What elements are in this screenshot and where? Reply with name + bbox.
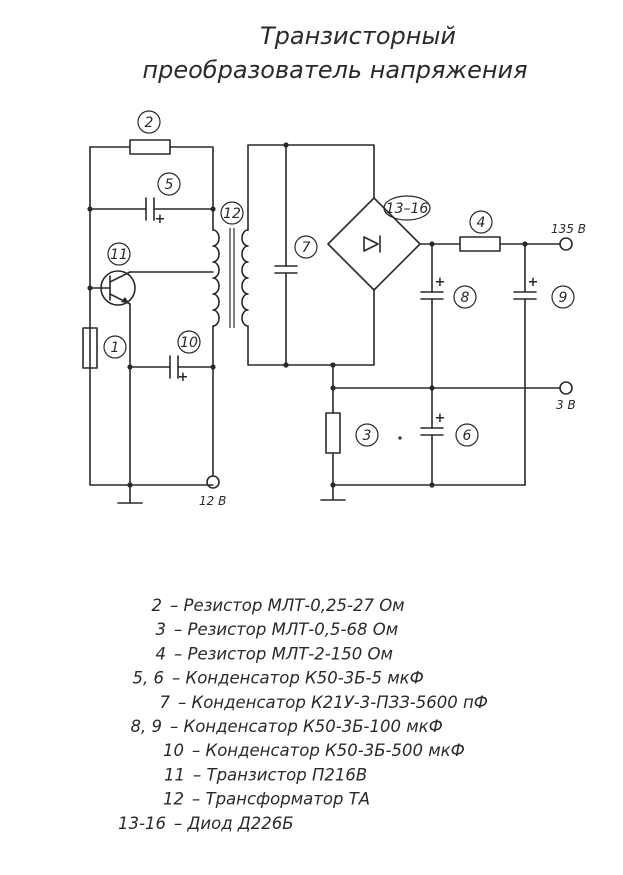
junction	[87, 285, 93, 291]
label-1: 1	[111, 340, 120, 356]
junction	[210, 364, 216, 370]
diode-symbol	[363, 235, 381, 253]
label-3: 3	[363, 428, 372, 444]
legend-ref: 8, 9	[131, 717, 163, 736]
transformer-primary-coil	[212, 229, 220, 327]
junction	[283, 142, 289, 148]
label-8: 8	[461, 290, 470, 306]
label-4: 4	[477, 215, 486, 231]
legend: 2 – Резистор МЛТ-0,25-27 Ом3 – Резистор МЛ…	[118, 596, 488, 833]
polarity-c9: +	[528, 275, 539, 290]
primary-circuit	[82, 139, 220, 504]
junction	[429, 482, 435, 488]
callout-9	[551, 285, 575, 309]
callout-2	[137, 110, 161, 134]
junction	[127, 364, 133, 370]
secondary-bottom-wire	[247, 288, 375, 366]
legend-ref: 12	[163, 790, 184, 809]
callout-4	[469, 210, 493, 234]
label-9: 9	[559, 290, 568, 306]
title-line-2: преобразователь напряжения	[142, 56, 527, 84]
polarity-c5: +	[155, 212, 166, 227]
polarity-c6: +	[435, 411, 446, 426]
legend-ref: 2	[152, 596, 163, 615]
secondary-top-wire	[247, 144, 375, 231]
legend-text: – Диод Д226Б	[174, 814, 294, 833]
terminal-3v	[559, 381, 573, 395]
top-row-wire	[89, 146, 214, 231]
terminal-label-12v: 12 В	[199, 494, 226, 508]
legend-text: – Конденсатор К50-3Б-100 мкФ	[170, 717, 443, 736]
callout-13-16	[383, 195, 431, 221]
legend-ref: 13-16	[118, 814, 166, 833]
resistor-2	[129, 139, 171, 155]
legend-text: – Трансформатор ТА	[192, 790, 370, 809]
junction	[127, 482, 133, 488]
title-line-1: Транзисторный	[260, 22, 456, 50]
callout-12	[220, 201, 244, 225]
transistor-emitter	[109, 293, 131, 486]
callout-6	[455, 423, 479, 447]
terminal-label-135v: 135 В	[551, 222, 586, 236]
left-rail-wire	[89, 146, 214, 486]
input-terminal	[206, 475, 220, 489]
legend-text: – Конденсатор К50-3Б-5 мкФ	[172, 669, 424, 688]
resistor-3	[325, 412, 341, 454]
terminal-135v	[559, 237, 573, 251]
label-6: 6	[463, 428, 472, 444]
junction	[330, 362, 336, 368]
junction	[210, 206, 216, 212]
label-5: 5	[165, 177, 174, 193]
legend-text: – Конденсатор К21У-3-ПЗЗ-5600 пФ	[178, 693, 488, 712]
legend-ref: 4	[156, 644, 167, 663]
label-13-16: 13–16	[386, 201, 429, 217]
callout-8	[453, 285, 477, 309]
junction	[87, 206, 93, 212]
callout-3	[355, 423, 379, 447]
legend-text: – Резистор МЛТ-2-150 Ом	[174, 644, 393, 663]
emitter-arrow	[121, 297, 130, 304]
callout-10	[177, 330, 201, 354]
label-12: 12	[223, 206, 241, 222]
callout-7	[294, 235, 318, 259]
polarity-c10: +	[178, 370, 189, 385]
resistor-4	[459, 236, 501, 252]
polarity-c8: +	[435, 275, 446, 290]
legend-ref: 11	[164, 765, 185, 784]
callout-11	[107, 242, 131, 266]
transformer-secondary-coil	[241, 229, 249, 327]
low-output-wire	[332, 364, 561, 389]
legend-ref: 5, 6	[133, 669, 165, 688]
label-11: 11	[110, 247, 128, 263]
stray-dot	[398, 436, 402, 440]
junction	[283, 362, 289, 368]
junction	[429, 385, 435, 391]
secondary-circuit	[241, 142, 573, 501]
label-7: 7	[302, 240, 311, 256]
terminal-label-3v: 3 В	[556, 398, 576, 412]
label-10: 10	[180, 335, 198, 351]
callout-1	[103, 335, 127, 359]
legend-ref: 7	[160, 693, 171, 712]
legend-text: – Резистор МЛТ-0,5-68 Ом	[174, 620, 398, 639]
legend-ref: 3	[156, 620, 167, 639]
callout-5	[157, 172, 181, 196]
resistor-1	[82, 327, 98, 369]
legend-text: – Конденсатор К50-3Б-500 мкФ	[192, 741, 465, 760]
transistor-collector	[109, 271, 131, 283]
legend-text: – Транзистор П216В	[193, 765, 367, 784]
diode-bridge-13-16	[327, 197, 421, 291]
label-2: 2	[145, 115, 154, 131]
legend-ref: 10	[163, 741, 184, 760]
legend-text: – Резистор МЛТ-0,25-27 Ом	[170, 596, 405, 615]
callouts: 2 5 12 11 1 10 7 13–16 4 8 9 3 6	[103, 110, 575, 447]
